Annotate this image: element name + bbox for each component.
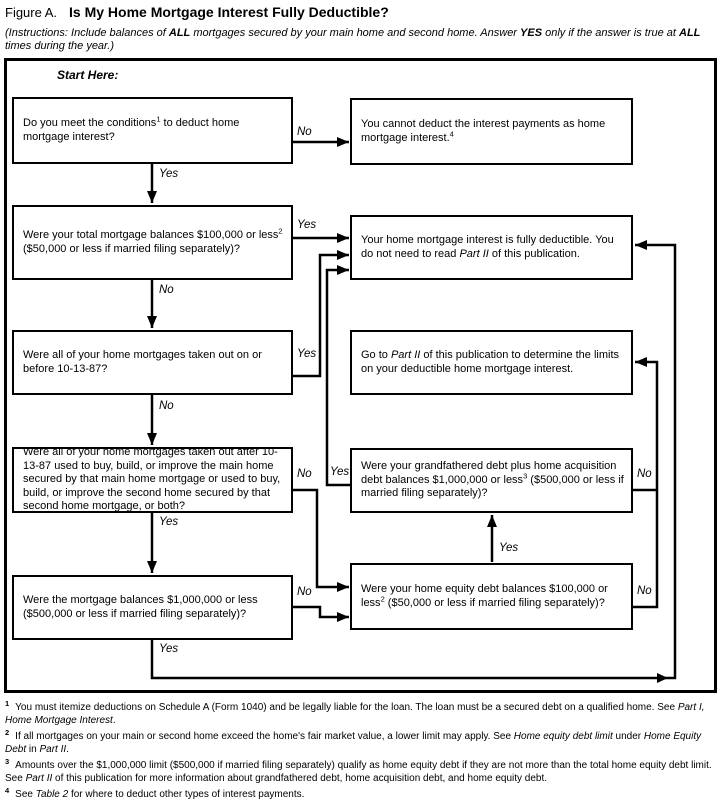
flow-box-go-to-part2: Go to Part II of this publication to det…	[350, 330, 633, 395]
connector-q3-yes	[293, 250, 349, 378]
connector-homeequity-no	[633, 357, 659, 609]
label-q5-yes: Yes	[159, 643, 179, 655]
connector-q5-yes-bottom-route	[150, 240, 677, 680]
footnote-2-text: If all mortgages on your main or second …	[5, 731, 702, 755]
bottom-route-arrowhead	[657, 673, 668, 683]
label-q4-no: No	[297, 468, 312, 480]
flow-box-q3-text: Were all of your home mortgages taken ou…	[23, 349, 262, 375]
flow-box-q2-total-balances: Were your total mortgage balances $100,0…	[12, 205, 293, 280]
label-grandfathered-no: No	[637, 468, 652, 480]
flow-box-grandfathered-debt: Were your grandfathered debt plus home a…	[350, 448, 633, 513]
flow-box-fully-deductible-text: Your home mortgage interest is fully ded…	[361, 234, 614, 260]
flow-box-cannot-deduct: You cannot deduct the interest payments …	[350, 98, 633, 165]
flow-box-grandfathered-text: Were your grandfathered debt plus home a…	[361, 460, 624, 500]
label-q5-no: No	[297, 586, 312, 598]
footnote-2-number: 2	[5, 727, 10, 737]
flow-box-q2-text: Were your total mortgage balances $100,0…	[23, 226, 283, 255]
flow-box-q5-mortgage-balances: Were the mortgage balances $1,000,000 or…	[12, 575, 293, 640]
flow-box-home-equity-debt: Were your home equity debt balances $100…	[350, 563, 633, 630]
flow-box-q5-text: Were the mortgage balances $1,000,000 or…	[23, 594, 258, 620]
label-homeequity-yes: Yes	[499, 542, 519, 554]
footnote-1-text: You must itemize deductions on Schedule …	[5, 702, 705, 726]
label-q4-yes: Yes	[159, 516, 179, 528]
flow-box-q1-text: Do you meet the conditions1 to deduct ho…	[23, 114, 240, 143]
figure-label: Figure A.	[5, 5, 58, 20]
label-q1-yes: Yes	[159, 168, 179, 180]
flow-box-q1-conditions: Do you meet the conditions1 to deduct ho…	[12, 97, 293, 164]
flow-box-q4-text: Were all of your home mortgages taken ou…	[23, 446, 281, 513]
figure-title: Is My Home Mortgage Interest Fully Deduc…	[69, 4, 389, 20]
label-q3-no: No	[159, 400, 174, 412]
flow-box-q3-before-101387: Were all of your home mortgages taken ou…	[12, 330, 293, 395]
flow-box-q4-after-101387: Were all of your home mortgages taken ou…	[12, 446, 293, 513]
flowchart-border	[4, 58, 717, 693]
page-title: Figure A. Is My Home Mortgage Interest Fu…	[5, 4, 389, 22]
connector-grandfathered-yes	[325, 265, 350, 487]
flow-box-fully-deductible: Your home mortgage interest is fully ded…	[350, 215, 633, 280]
footnote-3-text: Amounts over the $1,000,000 limit ($500,…	[5, 760, 712, 784]
footnote-4: 4 See Table 2 for where to deduct other t…	[5, 785, 717, 802]
connector-q5-no	[293, 605, 349, 622]
label-q3-yes: Yes	[297, 348, 317, 360]
footnote-1-number: 1	[5, 698, 10, 708]
connector-lines	[147, 137, 677, 683]
label-q2-yes: Yes	[297, 219, 317, 231]
connector-q4-no	[293, 488, 349, 592]
flow-box-cannot-deduct-text: You cannot deduct the interest payments …	[361, 118, 606, 144]
label-homeequity-no: No	[637, 585, 652, 597]
start-here-label: Start Here:	[57, 68, 119, 82]
footnote-4-number: 4	[5, 785, 10, 795]
instructions-text: (Instructions: Include balances of ALL m…	[5, 27, 701, 52]
flow-box-home-equity-text: Were your home equity debt balances $100…	[361, 583, 608, 609]
label-q1-no: No	[297, 126, 312, 138]
label-grandfathered-yes: Yes	[330, 466, 350, 478]
label-q2-no: No	[159, 284, 174, 296]
footnote-4-text: See Table 2 for where to deduct other ty…	[15, 789, 305, 800]
footnote-3-number: 3	[5, 756, 10, 766]
flow-box-go-to-part2-text: Go to Part II of this publication to det…	[361, 349, 620, 375]
